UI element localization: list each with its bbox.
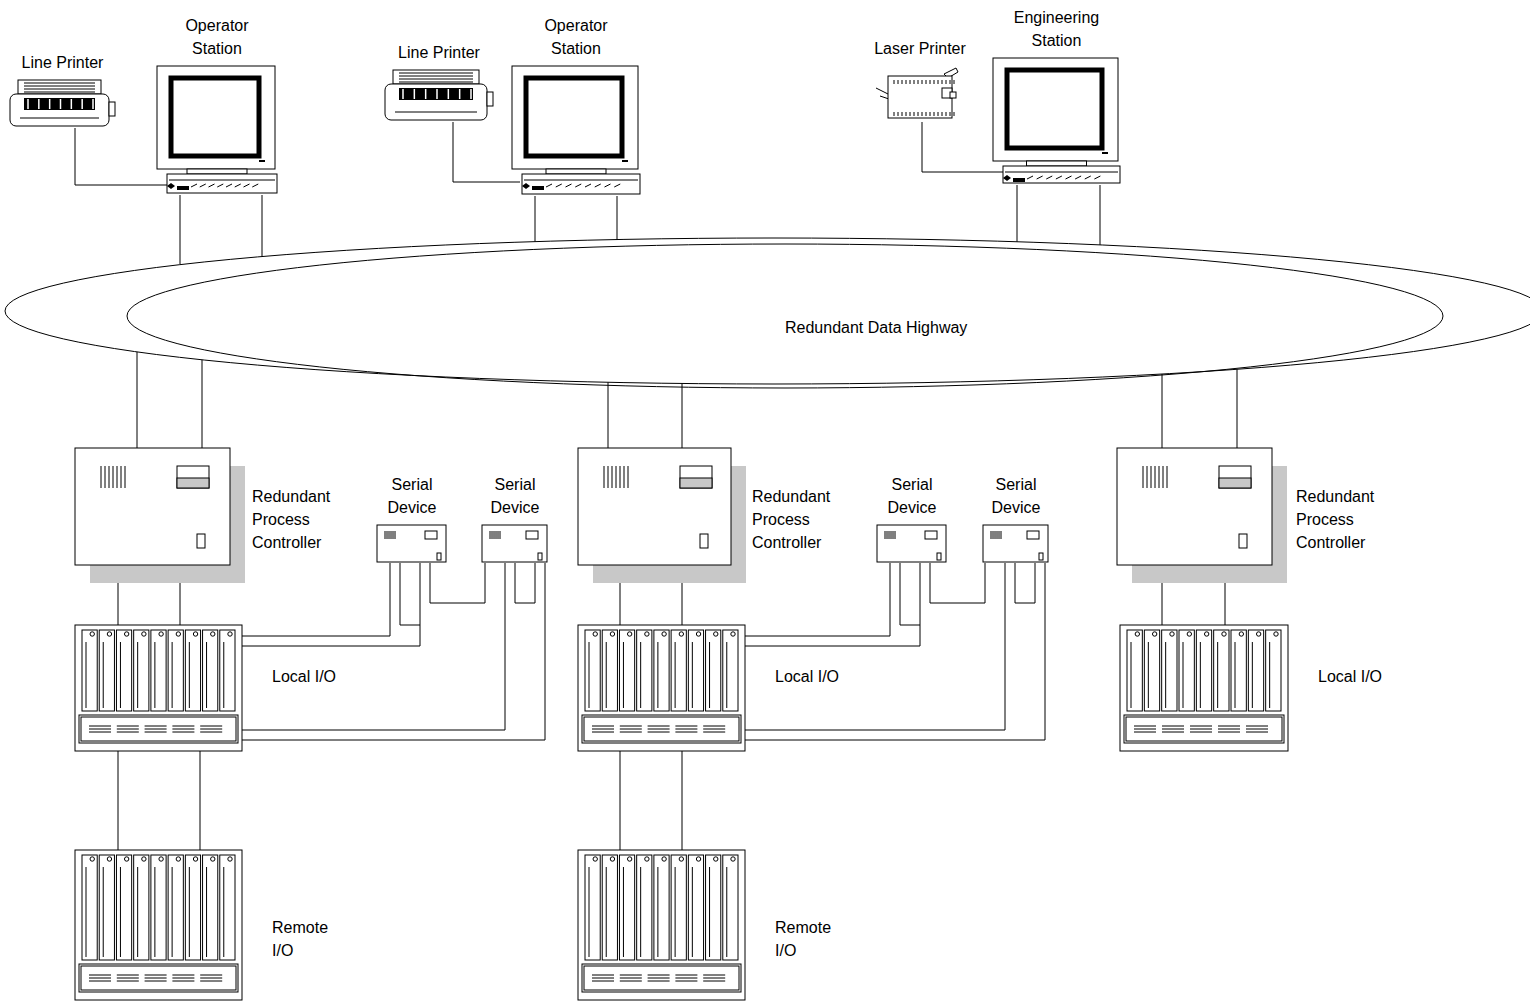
- node-label: Local I/O: [775, 665, 845, 688]
- cable: [682, 383, 683, 448]
- node-label: Serial Device: [980, 473, 1052, 519]
- node-label: Serial Device: [479, 473, 551, 519]
- process-controller: Redundant Process Controller: [75, 448, 245, 583]
- cable: [242, 563, 505, 730]
- cable: [1225, 583, 1226, 625]
- operator-station: Operator Station: [512, 66, 640, 196]
- line-printer-icon: [10, 80, 115, 128]
- data-highway-icon: [3, 237, 1530, 392]
- cable: [262, 195, 263, 257]
- serial-device: Serial Device: [983, 525, 1049, 563]
- cable: [682, 583, 683, 625]
- remote-io-rack: Remote I/O: [75, 850, 242, 1000]
- serial-device-icon: [482, 525, 548, 563]
- cable: [137, 352, 138, 448]
- serial-device-icon: [877, 525, 947, 563]
- line-printer-icon: [385, 70, 493, 122]
- node-label: Remote I/O: [775, 916, 855, 962]
- cable: [1100, 185, 1101, 245]
- cable: [745, 563, 920, 646]
- serial-wire: [1015, 563, 1035, 603]
- process-controller-icon: [578, 448, 746, 583]
- local-io-rack: Local I/O: [1120, 625, 1288, 751]
- node-label: Local I/O: [272, 665, 342, 688]
- process-controller: Redundant Process Controller: [578, 448, 746, 583]
- engineering-station-icon: [993, 58, 1120, 185]
- cable: [118, 751, 119, 850]
- node-label: Redundant Process Controller: [752, 485, 852, 554]
- operator-station-icon: [512, 66, 640, 196]
- serial-wire: [515, 563, 535, 603]
- cable: [535, 196, 536, 242]
- cable: [745, 563, 890, 636]
- cable: [930, 563, 985, 603]
- cable: [242, 563, 545, 740]
- cable: [620, 751, 621, 850]
- remote-io-rack-icon: [75, 850, 242, 1000]
- serial-device-icon: [983, 525, 1049, 563]
- serial-wire: [400, 563, 420, 625]
- node-label: Redundant Data Highway: [785, 316, 967, 339]
- cable: [745, 563, 1005, 730]
- node-label: Laser Printer: [860, 37, 980, 60]
- cable: [1237, 369, 1238, 448]
- cable: [745, 563, 1045, 740]
- line-printer: Line Printer: [385, 70, 493, 122]
- local-io-rack-icon: [1120, 625, 1288, 751]
- node-label: Operator Station: [175, 14, 259, 60]
- local-io-rack-icon: [75, 625, 242, 751]
- node-label: Local I/O: [1318, 665, 1388, 688]
- node-label: Line Printer: [379, 41, 499, 64]
- cable: [620, 583, 621, 625]
- cable: [180, 583, 181, 625]
- data-highway: Redundant Data Highway: [3, 237, 1530, 392]
- node-label: Serial Device: [876, 473, 948, 519]
- cable: [617, 196, 618, 240]
- cable: [202, 360, 203, 448]
- node-label: Operator Station: [534, 14, 618, 60]
- local-io-rack: Local I/O: [75, 625, 242, 751]
- remote-io-rack: Remote I/O: [578, 850, 745, 1000]
- cable: [118, 583, 119, 625]
- local-io-rack-icon: [578, 625, 745, 751]
- process-controller-icon: [75, 448, 245, 583]
- serial-device: Serial Device: [877, 525, 947, 563]
- node-label: Remote I/O: [272, 916, 352, 962]
- operator-station-icon: [157, 66, 277, 195]
- cable: [608, 382, 609, 448]
- cable: [75, 128, 167, 185]
- cable: [922, 122, 1003, 172]
- cable: [1162, 374, 1163, 448]
- line-printer: Line Printer: [10, 80, 115, 128]
- cable: [430, 563, 485, 603]
- laser-printer: Laser Printer: [876, 66, 964, 122]
- node-label: Engineering Station: [1002, 6, 1112, 52]
- node-label: Serial Device: [376, 473, 448, 519]
- node-label: Line Printer: [3, 51, 123, 74]
- node-label: Redundant Process Controller: [1296, 485, 1396, 554]
- cable: [1162, 583, 1163, 625]
- serial-device: Serial Device: [482, 525, 548, 563]
- serial-device: Serial Device: [377, 525, 447, 563]
- cable: [180, 195, 181, 265]
- local-io-rack: Local I/O: [578, 625, 745, 751]
- serial-device-icon: [377, 525, 447, 563]
- process-controller-icon: [1117, 448, 1287, 583]
- cable: [200, 751, 201, 850]
- cable: [242, 563, 420, 646]
- cable: [682, 751, 683, 850]
- serial-wire: [900, 563, 920, 625]
- node-label: Redundant Process Controller: [252, 485, 352, 554]
- operator-station: Operator Station: [157, 66, 277, 195]
- cable: [453, 122, 520, 182]
- cable: [1017, 185, 1018, 242]
- laser-printer-icon: [876, 66, 964, 122]
- process-controller: Redundant Process Controller: [1117, 448, 1287, 583]
- remote-io-rack-icon: [578, 850, 745, 1000]
- engineering-station: Engineering Station: [993, 58, 1120, 185]
- cable: [242, 563, 390, 636]
